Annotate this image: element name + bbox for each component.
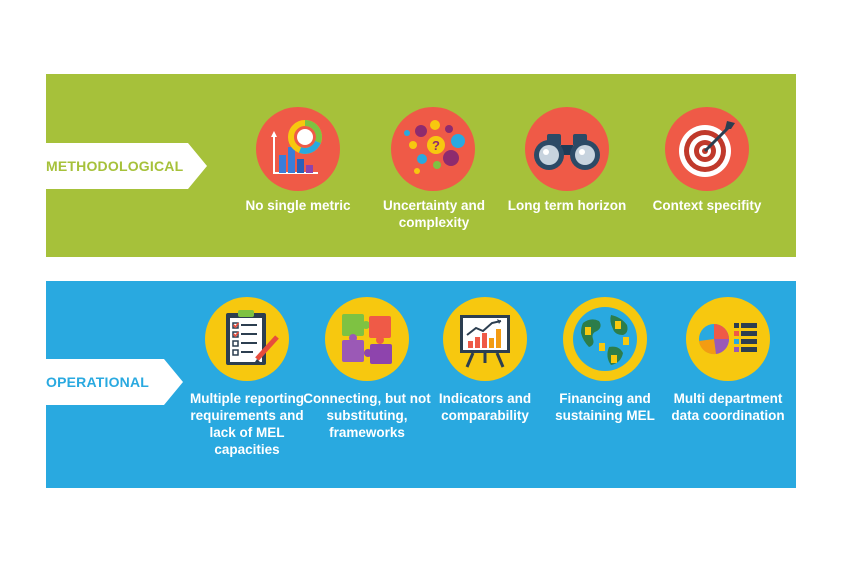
bar-donut-chart-icon (271, 120, 322, 174)
question-bubbles-icon: ? (404, 120, 465, 174)
target-dart-icon (679, 121, 735, 177)
methodological-tag: METHODOLOGICAL (46, 143, 207, 189)
multi-department-label: Multi department data coordination (671, 391, 785, 423)
indicators-label: Indicators and comparability (438, 391, 532, 423)
long-term-horizon-label: Long term horizon (507, 198, 627, 213)
uncertainty-circle: ? (391, 107, 475, 191)
puzzle-pieces-icon (342, 314, 392, 364)
uncertainty-label: Uncertainty and complexity (382, 198, 486, 230)
financing-circle (563, 297, 647, 381)
context-specifity-circle (665, 107, 749, 191)
multiple-reporting-label: Multiple reporting requirements and lack… (190, 391, 304, 457)
connecting-frameworks-label: Connecting, but not substituting, framew… (303, 391, 431, 440)
no-single-metric-circle (256, 107, 340, 191)
connecting-frameworks-circle (325, 297, 409, 381)
financing-label: Financing and sustaining MEL (555, 391, 655, 423)
globe-icon (573, 307, 637, 371)
multi-department-circle (686, 297, 770, 381)
operational-tag: OPERATIONAL (46, 359, 183, 405)
operational-title: OPERATIONAL (46, 374, 150, 390)
pie-list-icon (699, 323, 757, 355)
svg-text:?: ? (432, 138, 440, 153)
binoculars-icon (534, 134, 600, 170)
presentation-chart-icon (460, 315, 510, 368)
context-specifity-label: Context specifity (652, 198, 762, 213)
no-single-metric-label: No single metric (245, 198, 351, 213)
methodological-title: METHODOLOGICAL (46, 158, 184, 174)
clipboard-checklist-icon (226, 310, 279, 365)
long-term-horizon-circle (525, 107, 609, 191)
multiple-reporting-circle (205, 297, 289, 381)
indicators-circle (443, 297, 527, 381)
